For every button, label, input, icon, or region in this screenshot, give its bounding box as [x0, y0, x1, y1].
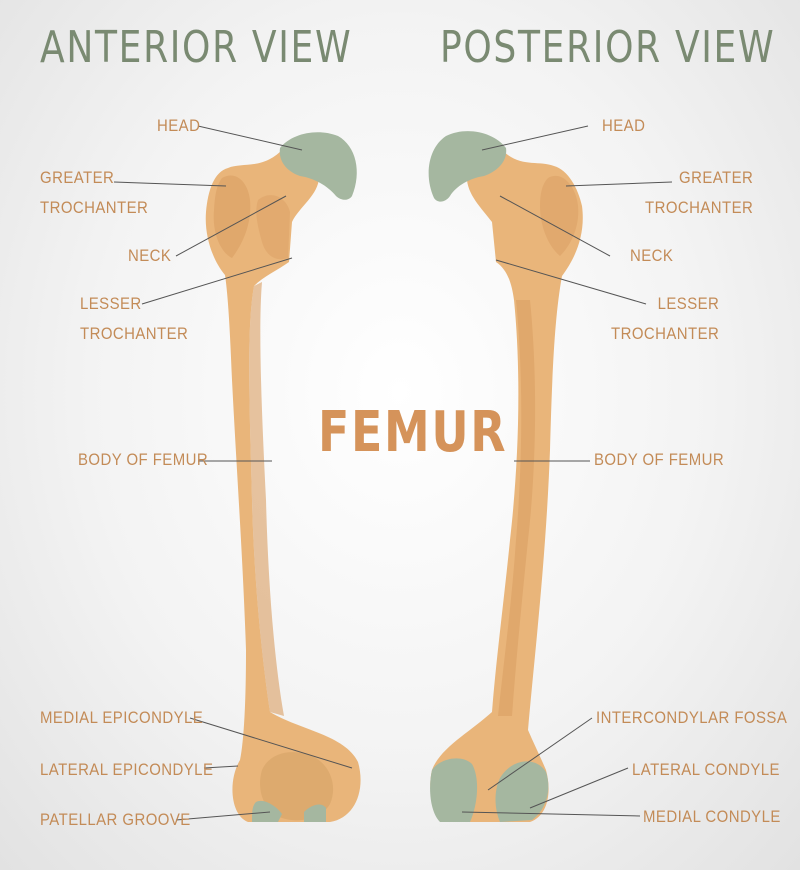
label-ant-lateral-epicondyle: LATERAL EPICONDYLE — [40, 760, 214, 779]
label-ant-greater-trochanter-line2: TROCHANTER — [40, 198, 149, 217]
leader-ant-patellar-groove — [175, 811, 271, 821]
posterior-lateral-condyle-cartilage — [495, 761, 549, 822]
label-post-body-of-femur: BODY OF FEMUR — [594, 450, 725, 469]
femur-title: FEMUR — [318, 400, 508, 465]
leader-ant-medial-epicondyle — [189, 717, 353, 769]
leader-post-medial-condyle — [461, 811, 641, 817]
anterior-femur-bone — [205, 146, 361, 822]
label-ant-greater-trochanter: GREATER TROCHANTER — [40, 163, 148, 223]
leader-post-neck — [499, 195, 611, 257]
label-post-head: HEAD — [602, 116, 646, 135]
label-post-medial-condyle: MEDIAL CONDYLE — [643, 807, 781, 826]
label-post-lesser-trochanter: LESSER TROCHANTER — [611, 289, 719, 349]
posterior-view-title: POSTERIOR VIEW — [440, 22, 776, 73]
posterior-trochanter-shade — [540, 175, 579, 256]
leader-ant-lesser-trochanter — [141, 257, 293, 305]
leader-post-intercondylar-fossa — [487, 717, 593, 791]
label-ant-greater-trochanter-line1: GREATER — [40, 168, 115, 187]
anterior-neck-shade — [256, 195, 290, 260]
anterior-patellar-cartilage-right — [304, 804, 326, 822]
label-ant-patellar-groove: PATELLAR GROOVE — [40, 810, 191, 829]
label-post-greater-trochanter-line1: GREATER — [679, 168, 754, 187]
label-ant-body-of-femur: BODY OF FEMUR — [78, 450, 209, 469]
anterior-patellar-cartilage — [252, 800, 282, 822]
leader-post-head — [481, 125, 589, 151]
label-post-neck: NECK — [630, 246, 674, 265]
label-post-lesser-trochanter-line2: TROCHANTER — [611, 324, 720, 343]
label-post-greater-trochanter-line2: TROCHANTER — [645, 198, 754, 217]
label-post-greater-trochanter: GREATER TROCHANTER — [645, 163, 753, 223]
label-post-lesser-trochanter-line1: LESSER — [657, 294, 720, 313]
leader-post-greater-trochanter — [565, 181, 673, 187]
label-post-intercondylar-fossa: INTERCONDYLAR FOSSA — [596, 708, 788, 727]
label-post-lateral-condyle: LATERAL CONDYLE — [632, 760, 780, 779]
label-ant-medial-epicondyle: MEDIAL EPICONDYLE — [40, 708, 204, 727]
label-ant-neck: NECK — [128, 246, 172, 265]
leader-ant-neck — [175, 195, 287, 257]
leader-ant-greater-trochanter — [113, 181, 227, 187]
anterior-shaft-shade — [249, 282, 284, 716]
posterior-shaft-shade — [498, 300, 536, 716]
label-ant-lesser-trochanter-line2: TROCHANTER — [80, 324, 189, 343]
anterior-view-title: ANTERIOR VIEW — [40, 22, 353, 73]
leader-post-lateral-condyle — [529, 767, 629, 809]
anterior-trochanter-shade — [213, 175, 251, 258]
posterior-femur — [428, 131, 583, 822]
leader-post-lesser-trochanter — [495, 259, 647, 305]
label-ant-lesser-trochanter: LESSER TROCHANTER — [80, 289, 188, 349]
anterior-patella-region — [260, 752, 334, 821]
label-ant-lesser-trochanter-line1: LESSER — [80, 294, 142, 313]
leader-ant-head — [197, 125, 303, 151]
leader-lines — [113, 125, 673, 821]
posterior-medial-condyle-cartilage — [430, 758, 478, 822]
anterior-femur — [205, 132, 361, 822]
posterior-femur-bone — [430, 144, 583, 822]
label-ant-head: HEAD — [157, 116, 201, 135]
leader-ant-lateral-epicondyle — [203, 765, 239, 769]
